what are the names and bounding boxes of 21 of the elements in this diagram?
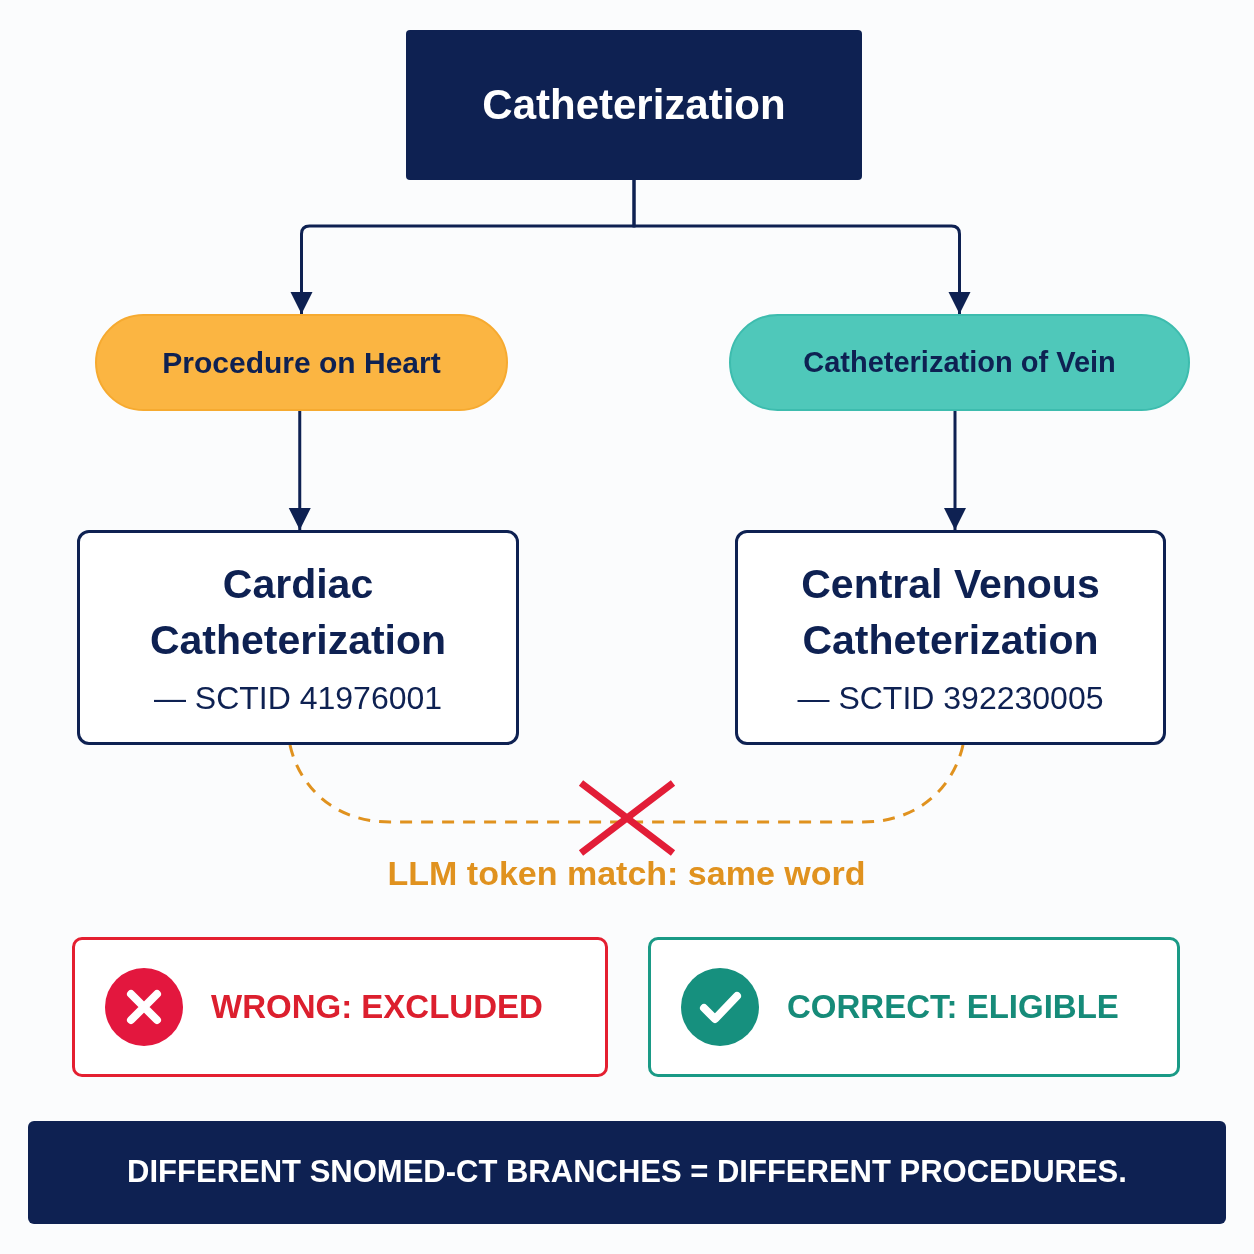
arrow xyxy=(944,411,966,530)
dashed-connector xyxy=(288,744,965,824)
arrow xyxy=(288,411,311,530)
verdict-box xyxy=(72,937,608,1077)
verdict-label: CORRECT: ELIGIBLE xyxy=(787,987,1119,1028)
banner-text: DIFFERENT SNOMED-CT BRANCHES = DIFFERENT PROCEDURES. xyxy=(127,1153,1127,1192)
pill-label: Catheterization of Vein xyxy=(803,345,1116,381)
concept-box xyxy=(735,530,1166,745)
concept-box xyxy=(406,30,862,180)
summary-banner xyxy=(28,1121,1226,1224)
box-title: Cardiac Catheterization xyxy=(148,560,448,665)
pill-label: Procedure on Heart xyxy=(162,344,441,381)
arrow xyxy=(632,180,971,314)
edge-label: LLM token match: same word xyxy=(387,853,866,894)
concept-code: — SCTID 392230005 xyxy=(797,678,1104,718)
verdict-label: WRONG: EXCLUDED xyxy=(211,987,543,1028)
concept-code: — SCTID 41976001 xyxy=(153,678,443,718)
box-title: Catheterization xyxy=(482,79,786,130)
concept-box xyxy=(77,530,519,745)
box-title: Central Venous Catheterization xyxy=(800,560,1101,665)
verdict-box xyxy=(648,937,1180,1077)
